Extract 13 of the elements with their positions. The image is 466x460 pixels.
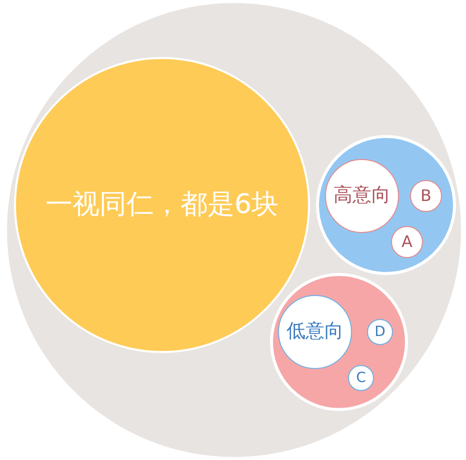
segment-circle (278, 295, 352, 369)
circle-label: A (402, 232, 412, 252)
circle-label: B (420, 186, 432, 206)
circle-label: D (374, 324, 386, 340)
segment-circle (325, 159, 399, 233)
item-circle (391, 226, 423, 258)
circle-label: 高意向 (334, 185, 390, 207)
circle-label: C (356, 370, 366, 386)
item-circle (348, 365, 374, 391)
item-circle (410, 180, 442, 212)
circle-label: 一视同仁，都是6块 (45, 189, 279, 221)
item-circle (367, 319, 393, 345)
circle-label: 低意向 (286, 321, 344, 343)
